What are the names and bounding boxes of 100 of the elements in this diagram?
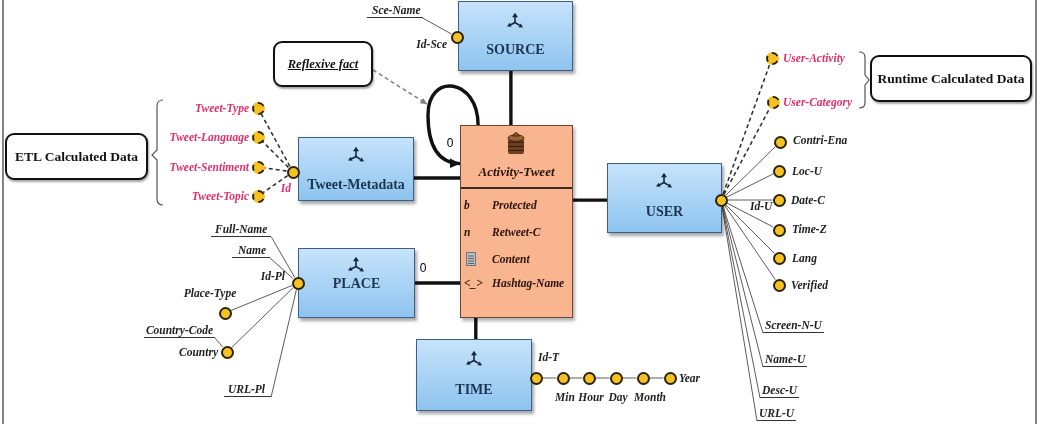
derived-attribute-circle — [766, 95, 780, 109]
connector-line — [230, 285, 293, 311]
attribute-label: Loc-U — [792, 164, 822, 178]
attribute-circle — [663, 371, 677, 385]
type-mark: <_> — [464, 275, 483, 290]
attribute-label: Desc-U — [760, 383, 800, 398]
derived-attribute-circle — [765, 51, 779, 65]
dimension-name: TIME — [455, 381, 493, 398]
attribute-circle — [772, 251, 786, 265]
connector-line — [725, 204, 775, 254]
derived-attribute-label: User-Category — [783, 95, 852, 109]
derived-attribute-circle — [251, 101, 265, 115]
derived-attribute-label: Tweet-Topic — [191, 189, 249, 203]
connector-line — [573, 198, 607, 202]
attribute-circle — [636, 371, 650, 385]
connector-line — [422, 17, 452, 35]
note-box — [273, 41, 373, 87]
dimension-name: PLACE — [332, 275, 381, 292]
connector-line — [722, 63, 771, 195]
attribute-label: Lang — [792, 251, 817, 265]
dimension-name: SOURCE — [486, 41, 545, 58]
dimension-box — [298, 248, 415, 318]
connector-line — [231, 287, 294, 348]
connector-line — [260, 112, 291, 168]
attribute-label: Sce-Name — [367, 3, 423, 18]
connector-line — [725, 146, 776, 196]
connector-line — [214, 337, 224, 348]
derived-attribute-circle — [251, 130, 265, 144]
connector-line — [263, 167, 288, 172]
derived-attribute-circle — [251, 189, 265, 203]
connector-line — [727, 199, 773, 201]
connector-line — [595, 377, 610, 379]
attribute-circle — [556, 371, 570, 385]
attribute-label: URL-Pl — [224, 382, 272, 397]
attribute-label: Date-C — [791, 193, 825, 207]
note-text: Reflexive fact — [287, 56, 359, 72]
attribute-label: Country-Code — [143, 323, 215, 338]
attribute-label: URL-U — [757, 406, 797, 421]
leader-arrow — [372, 69, 428, 105]
connector-line — [262, 174, 289, 194]
attribute-circle — [218, 306, 232, 320]
connector-line — [261, 140, 290, 169]
attribute-label: Screen-N-U — [763, 318, 824, 333]
connector-line — [622, 377, 637, 379]
attribute-label: Hour — [578, 390, 604, 404]
derived-attribute-circle — [251, 160, 265, 174]
edge-label: 0 — [418, 261, 428, 275]
attribute-circle — [582, 371, 596, 385]
attribute-circle — [772, 193, 786, 207]
dimension-box — [298, 137, 414, 201]
connector-line — [415, 281, 460, 285]
dimension-box — [416, 339, 532, 411]
measure-name: Content — [492, 251, 530, 266]
attribute-label: Name — [232, 243, 271, 258]
connector-line — [269, 257, 294, 280]
attribute-label: Place-Type — [183, 286, 237, 300]
attribute-label: Day — [608, 390, 628, 404]
attribute-label: Contri-Ena — [793, 133, 848, 147]
measure-name: Retweet-C — [492, 224, 541, 239]
type-mark: n — [464, 224, 471, 239]
attribute-circle — [772, 278, 786, 292]
measure-name: Hashtag-Name — [492, 275, 565, 290]
identifier-label: Id-Pl — [260, 269, 285, 283]
identifier-label: Id — [280, 182, 291, 195]
self-loop-arrow — [426, 84, 480, 168]
identifier-label: Id-Sce — [416, 37, 447, 51]
attribute-circle — [772, 223, 786, 237]
connector-line — [474, 318, 478, 339]
connector-line — [542, 377, 557, 379]
note-box — [870, 55, 1032, 102]
attribute-label: Full-Name — [211, 222, 272, 237]
fact-name: Activity-Tweet — [478, 163, 555, 180]
derived-attribute-label: Tweet-Sentiment — [169, 160, 249, 174]
fact-box — [460, 125, 573, 318]
identifier-label: Id-U — [750, 200, 773, 213]
connector-line — [726, 173, 774, 198]
dimension-box — [458, 1, 573, 71]
note-text: Runtime Calculated Data — [877, 70, 1025, 87]
connector-line — [270, 236, 296, 278]
connector-line — [726, 202, 774, 228]
note-box — [5, 133, 148, 180]
attribute-label: Verified — [791, 278, 829, 292]
connector-line — [649, 377, 664, 379]
connector-line — [569, 377, 583, 379]
attribute-circle — [772, 164, 786, 178]
note-text: ETL Calculated Data — [15, 148, 138, 165]
attribute-label: Time-Z — [792, 222, 827, 236]
connector-line — [722, 205, 764, 368]
connector-line — [270, 288, 297, 398]
attribute-circle — [220, 345, 234, 359]
attribute-label: Min — [555, 390, 575, 404]
edge-label: 0 — [445, 136, 455, 150]
derived-attribute-label: User-Activity — [783, 51, 845, 65]
measure-name: Protected — [492, 197, 537, 212]
connector-line — [509, 71, 513, 125]
attribute-label: Year — [679, 371, 701, 385]
identifier-label: Id-T — [538, 350, 560, 364]
attribute-label: Country — [179, 345, 218, 359]
attribute-circle — [609, 371, 623, 385]
dimension-name: USER — [645, 203, 684, 220]
